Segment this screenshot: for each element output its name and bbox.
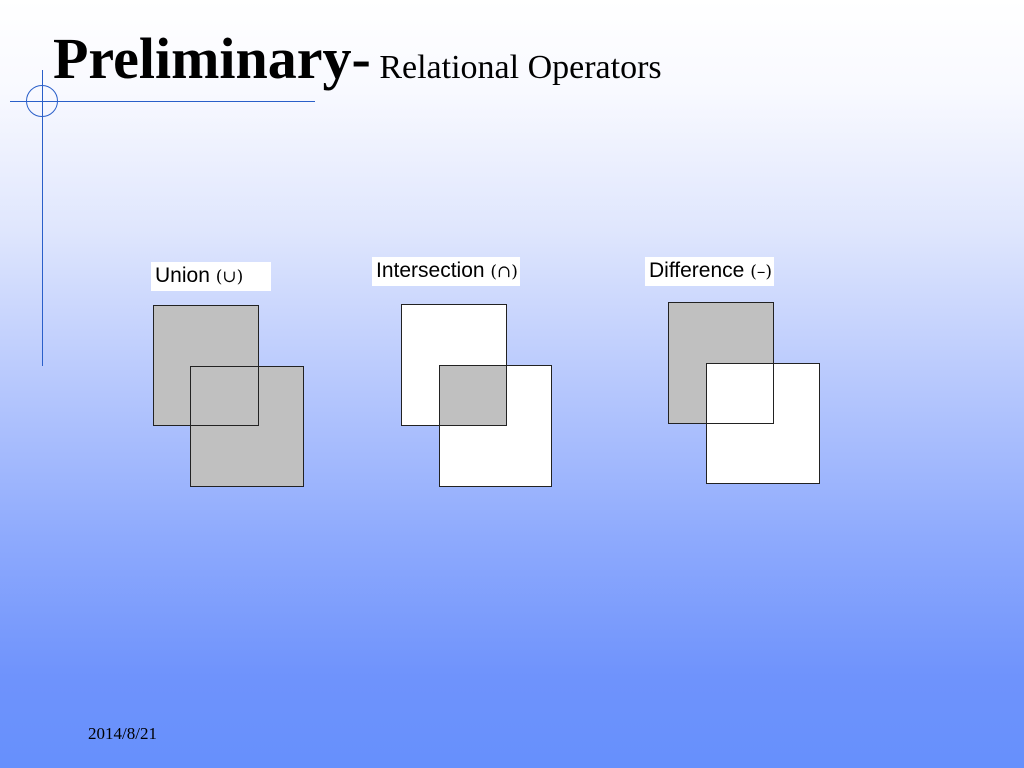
difference-square-a-outline [668, 302, 774, 424]
union-label-text: Union [155, 264, 210, 287]
intersection-symbol: (∩) [490, 262, 518, 282]
title-main: Preliminary- [53, 26, 371, 91]
decorative-vertical-line [42, 70, 43, 366]
slide-title: Preliminary- Relational Operators [53, 30, 662, 88]
intersection-label-text: Intersection [376, 259, 485, 282]
intersection-label: Intersection (∩) [372, 257, 520, 286]
intersection-overlap-region [439, 365, 507, 426]
union-square-a-outline [153, 305, 259, 426]
title-subtitle: Relational Operators [370, 49, 662, 86]
union-label: Union (∪) [151, 262, 271, 291]
decorative-circle [26, 85, 58, 117]
union-symbol: (∪) [215, 267, 244, 287]
union-square-b [190, 366, 304, 487]
decorative-horizontal-line [10, 101, 315, 102]
difference-label-text: Difference [649, 259, 745, 282]
difference-symbol: (–) [750, 262, 772, 282]
footer-date: 2014/8/21 [88, 724, 157, 743]
difference-label: Difference (–) [645, 257, 774, 286]
